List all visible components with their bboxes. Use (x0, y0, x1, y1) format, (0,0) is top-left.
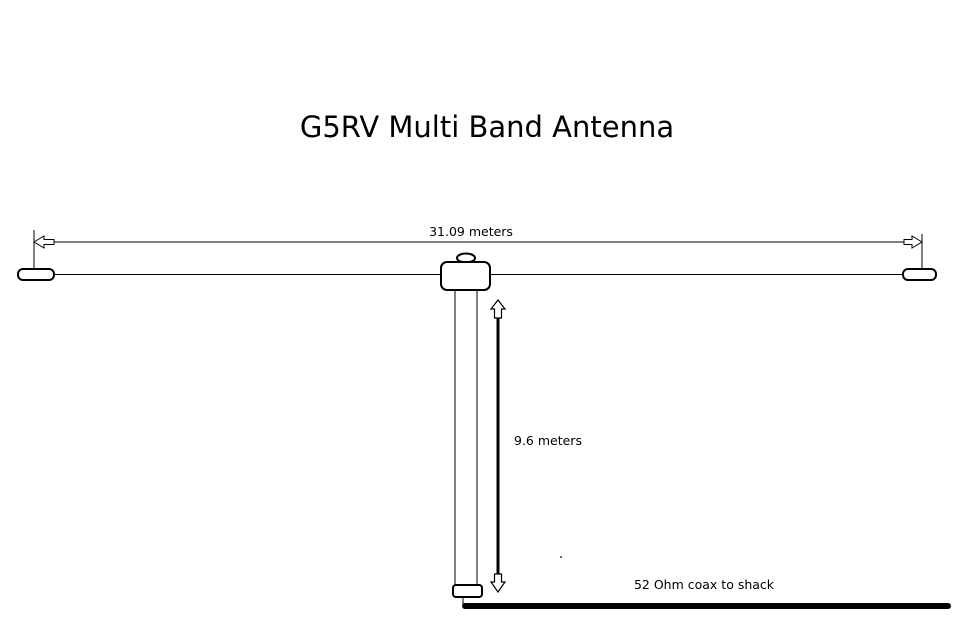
feeder-length-label: 9.6 meters (514, 433, 582, 448)
stray-dot (560, 556, 562, 558)
feeder-down-arrow-icon (489, 573, 507, 594)
right-insulator (902, 268, 937, 281)
feeder-up-arrow-icon (489, 299, 507, 319)
centre-insulator (440, 261, 491, 291)
feeder-dimension (489, 299, 507, 594)
span-left-arrow-icon (33, 235, 55, 249)
span-length-label: 31.09 meters (429, 224, 513, 239)
ladder-line-feeder (454, 290, 478, 585)
left-insulator (17, 268, 55, 281)
diagram-title: G5RV Multi Band Antenna (300, 110, 674, 144)
span-right-arrow-icon (903, 235, 923, 249)
coax-label: 52 Ohm coax to shack (634, 577, 775, 592)
span-dimension (33, 230, 923, 268)
feeder-connector (452, 584, 483, 598)
